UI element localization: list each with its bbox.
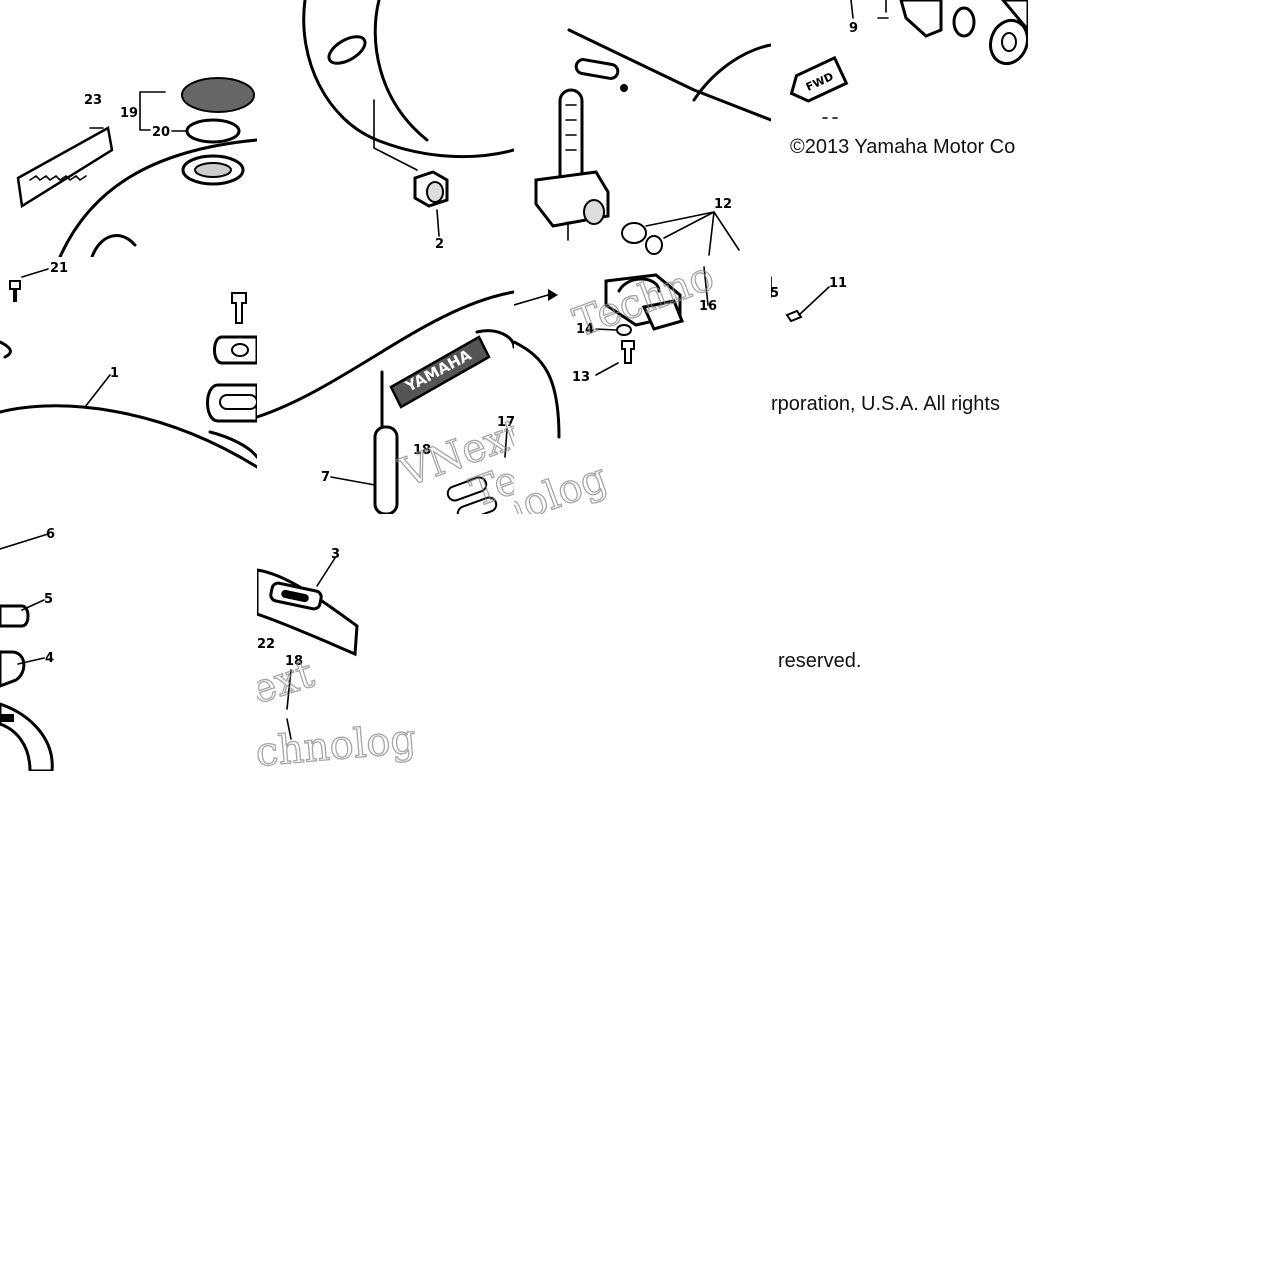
callout-14: 14 xyxy=(576,322,594,337)
watermark-chnolog: chnolog xyxy=(257,716,418,771)
diagram-tile-tank-bottom: 21 1 xyxy=(0,257,257,514)
callout-21: 21 xyxy=(50,261,68,276)
copyright-line-1: ©2013 Yamaha Motor Co xyxy=(790,136,1016,158)
callout-4: 4 xyxy=(45,651,54,666)
callout-1: 1 xyxy=(110,366,119,381)
bolt-21 xyxy=(9,280,21,302)
callout-20: 20 xyxy=(152,125,170,140)
watermark-ext: ext xyxy=(257,651,319,714)
fuel-cock-gasket xyxy=(574,58,620,80)
diagram-tile-bolt-11: 11 15 rporation, U.S.A. All rights xyxy=(771,257,1028,514)
callout-6: 6 xyxy=(46,527,55,542)
diagram-tile-tank-emblem: YAMAHA 7 18 17 VNext Te xyxy=(257,257,514,514)
diagram-tile-cock-lever: 14 13 16 Techno nolog xyxy=(514,257,771,514)
callout-2: 2 xyxy=(435,237,444,252)
callout-12: 12 xyxy=(714,197,732,212)
callout-19: 19 xyxy=(120,106,138,121)
callout-17: 17 xyxy=(497,415,514,430)
fuel-tube-7 xyxy=(373,425,399,514)
diagram-tile-tank-plug: 2 xyxy=(257,0,514,257)
fwd-arrow-decal: FWD xyxy=(789,55,849,103)
diagram-tile-seat-parts: 6 5 4 xyxy=(0,514,257,771)
watermark-nolog: nolog xyxy=(514,455,613,514)
callout-11: 11 xyxy=(829,276,847,291)
yamaha-emblem xyxy=(389,335,491,409)
copyright-line-2: rporation, U.S.A. All rights xyxy=(771,393,1000,415)
callout-22: 22 xyxy=(257,637,275,652)
callout-15: 15 xyxy=(771,286,779,301)
callout-13: 13 xyxy=(572,370,590,385)
diagram-tile-fuel-cock: 12 xyxy=(514,0,771,257)
callout-18b: 18 xyxy=(285,654,303,669)
callout-23: 23 xyxy=(84,93,102,108)
callout-18a: 18 xyxy=(413,443,431,458)
callout-7: 7 xyxy=(321,470,330,485)
callout-3: 3 xyxy=(331,547,340,562)
callout-5: 5 xyxy=(44,592,53,607)
callout-9: 9 xyxy=(849,21,858,36)
callout-16: 16 xyxy=(699,299,717,314)
diagram-tile-misc-parts: 9 FWD ©2013 Yamaha Motor Co xyxy=(771,0,1028,257)
diagram-tile-tank-left: 23 19 20 xyxy=(0,0,257,257)
watermark-techno: Techno xyxy=(568,257,720,346)
copyright-line-3: reserved. xyxy=(778,650,862,672)
diagram-tile-cushion: 3 22 18 ext chnolog xyxy=(257,514,514,771)
emblem-plate xyxy=(16,126,114,209)
tank-cap-top xyxy=(181,77,255,113)
